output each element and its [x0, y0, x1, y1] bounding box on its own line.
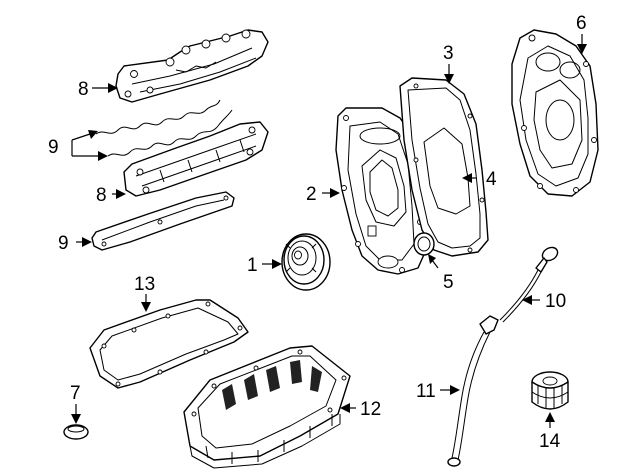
callout-11: 11 — [416, 381, 436, 402]
oil-filter — [531, 371, 569, 410]
callout-4: 4 — [486, 169, 497, 190]
dipstick-tube — [447, 315, 499, 467]
callout-6: 6 — [576, 13, 587, 34]
callout-9-upper: 9 — [48, 137, 59, 158]
callout-8-lower: 8 — [96, 185, 107, 206]
callout-12: 12 — [360, 399, 381, 420]
valve-cover-gaskets-upper — [95, 99, 233, 157]
callout-9-lower: 9 — [58, 233, 69, 254]
callout-1: 1 — [247, 255, 258, 276]
crankshaft-pulley — [281, 233, 331, 291]
lower-valve-cover — [123, 121, 269, 197]
oil-pan-gasket — [89, 299, 249, 389]
timing-cover — [511, 29, 599, 197]
oil-dipstick — [499, 246, 559, 323]
front-seal — [413, 232, 435, 256]
callout-7: 7 — [70, 383, 81, 404]
oil-pan — [183, 345, 351, 469]
timing-cover-plate — [335, 107, 427, 275]
callout-2: 2 — [306, 184, 317, 205]
callout-5: 5 — [443, 272, 454, 293]
drain-plug — [63, 424, 89, 440]
callout-14: 14 — [539, 431, 561, 452]
timing-cover-gasket — [399, 77, 489, 257]
upper-valve-cover — [115, 29, 269, 103]
callout-3: 3 — [443, 43, 454, 64]
callout-13: 13 — [134, 274, 155, 295]
callout-10: 10 — [545, 291, 566, 312]
leader-lines — [71, 34, 587, 428]
callout-8-upper: 8 — [78, 79, 89, 100]
valve-cover-gasket-lower — [91, 191, 235, 251]
callout-labels: 8 9 8 9 1 2 3 4 5 6 7 10 11 12 13 14 — [48, 13, 587, 452]
